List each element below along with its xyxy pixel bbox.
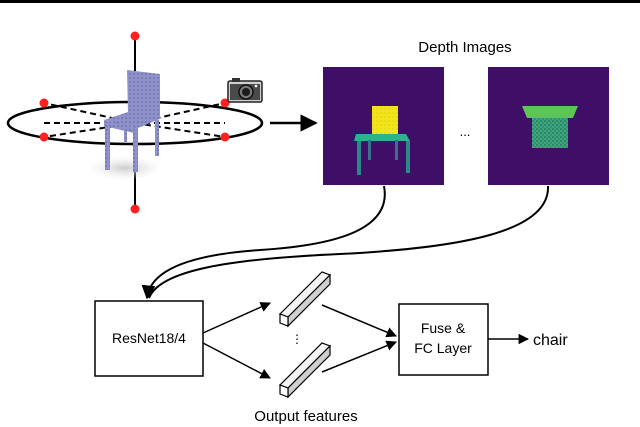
chair-point-cloud — [104, 70, 162, 172]
depth-images-ellipsis: ... — [460, 124, 471, 139]
output-features-label: Output features — [254, 408, 357, 425]
chair-shadow — [87, 156, 163, 180]
top-border-rule — [0, 0, 640, 3]
arrow-depth-front-to-encoder — [141, 185, 386, 300]
viewpoint-markers — [39, 31, 230, 214]
features-ellipsis: ⋮ — [291, 332, 303, 346]
feature-vector-top — [278, 271, 332, 328]
arrow-encoder-to-feature-bottom — [202, 342, 271, 379]
arrow-feature-bottom-to-fuse — [321, 340, 397, 373]
depth-image-top — [488, 67, 609, 185]
fuse-fc-box — [398, 303, 489, 376]
output-class-label: chair — [533, 332, 568, 349]
depth-images-title: Depth Images — [418, 39, 511, 56]
camera-icon — [227, 78, 263, 103]
arrow-feature-top-to-fuse — [321, 304, 397, 338]
encoder-label: ResNet18/4 — [112, 330, 186, 346]
fuse-label-line2: FC Layer — [414, 340, 472, 356]
depth-image-front — [323, 67, 444, 185]
fuse-label-line1: Fuse & — [421, 320, 466, 336]
encoder-box — [94, 300, 204, 377]
viewpoint-rig — [6, 31, 264, 214]
arrow-encoder-to-feature-top — [202, 302, 271, 334]
arrow-depth-top-to-encoder — [148, 185, 550, 299]
feature-vector-bottom — [278, 342, 332, 399]
